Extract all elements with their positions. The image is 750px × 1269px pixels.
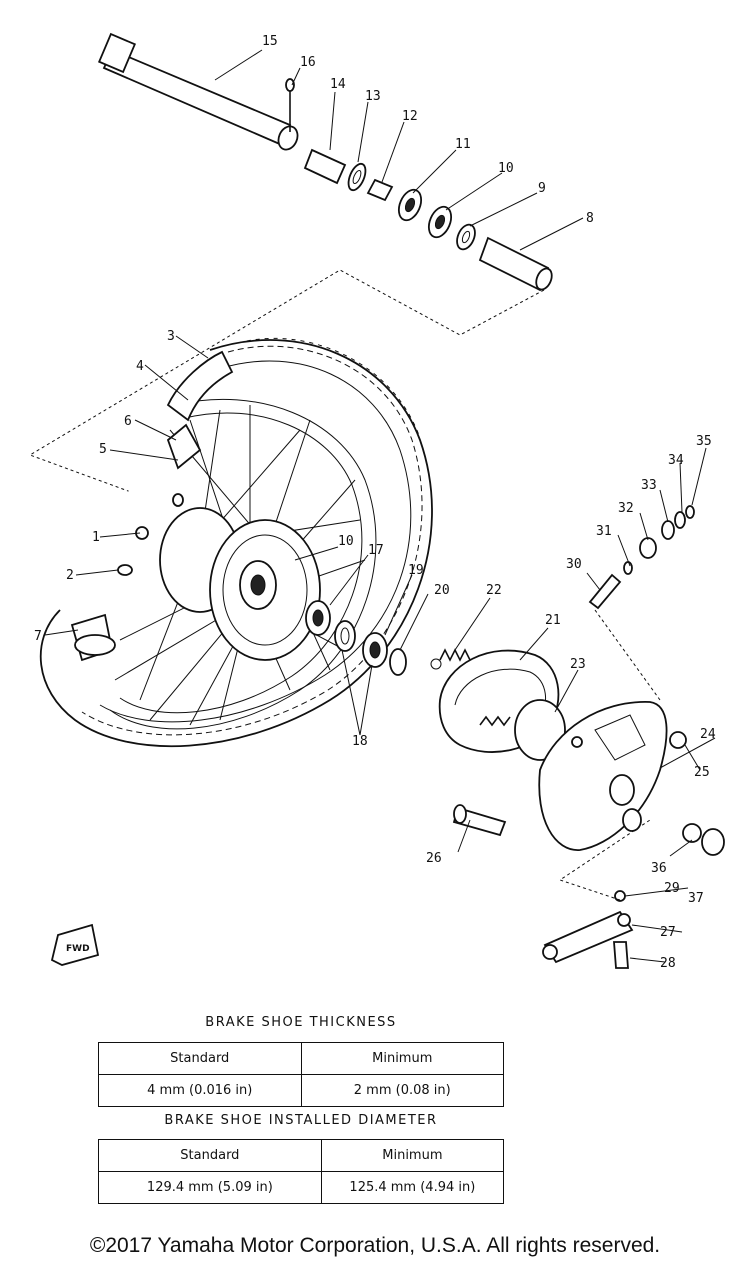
thickness-standard-value: 4 mm (0.016 in) (98, 1074, 302, 1107)
callout-2: 2 (66, 568, 74, 583)
forward-direction-marker: FWD (50, 923, 100, 966)
callout-17: 17 (368, 543, 384, 558)
callout-6: 6 (124, 414, 132, 429)
thickness-title: BRAKE SHOE THICKNESS (205, 1015, 397, 1030)
table-row: Standard Minimum (98, 1139, 505, 1172)
diameter-table: Standard Minimum 129.4 mm (5.09 in) 125.… (98, 1139, 505, 1204)
diameter-header-minimum: Minimum (320, 1139, 505, 1172)
cam-lever (542, 819, 651, 969)
callout-23: 23 (570, 657, 586, 672)
leader-lines-top (28, 49, 584, 511)
tire-tread (81, 337, 423, 736)
callout-32: 32 (618, 501, 634, 516)
camshaft (452, 804, 507, 837)
table-row: 129.4 mm (5.09 in) 125.4 mm (4.94 in) (98, 1171, 505, 1204)
callout-24: 24 (700, 727, 716, 742)
callout-14: 14 (330, 77, 346, 92)
callout-numbers: 15 16 14 13 12 11 10 9 8 3 4 6 5 1 2 7 1… (34, 34, 716, 971)
fwd-label: FWD (66, 944, 90, 954)
axle-assembly (97, 32, 553, 292)
thickness-table: Standard Minimum 4 mm (0.016 in) 2 mm (0… (98, 1042, 504, 1107)
diameter-header-standard: Standard (98, 1139, 322, 1172)
callout-5: 5 (99, 442, 107, 457)
callout-10-hub: 10 (338, 534, 354, 549)
callout-9: 9 (538, 181, 546, 196)
callout-31: 31 (596, 524, 612, 539)
callout-30: 30 (566, 557, 582, 572)
callout-25: 25 (694, 765, 710, 780)
callout-22: 22 (486, 583, 502, 598)
diameter-standard-value: 129.4 mm (5.09 in) (98, 1171, 322, 1204)
table-row: Standard Minimum (98, 1042, 504, 1075)
thickness-minimum-value: 2 mm (0.08 in) (300, 1074, 504, 1107)
callout-18: 18 (352, 734, 368, 749)
callout-35: 35 (696, 434, 712, 449)
hub-bearing-stack (305, 600, 471, 676)
callout-3: 3 (167, 329, 175, 344)
callout-1: 1 (92, 530, 100, 545)
callout-15: 15 (262, 34, 278, 49)
callout-34: 34 (668, 453, 684, 468)
callout-16: 16 (300, 55, 316, 70)
callout-26: 26 (426, 851, 442, 866)
speedometer-gear-stack (588, 505, 725, 856)
callout-27: 27 (660, 925, 676, 940)
callout-36: 36 (651, 861, 667, 876)
callout-19: 19 (408, 563, 424, 578)
callout-4: 4 (136, 359, 144, 374)
callout-37: 37 (688, 891, 704, 906)
callout-21: 21 (545, 613, 561, 628)
diameter-title: BRAKE SHOE INSTALLED DIAMETER (164, 1113, 438, 1128)
callout-11: 11 (455, 137, 471, 152)
front-wheel (39, 337, 433, 748)
callout-7: 7 (34, 629, 42, 644)
brake-shoes (438, 649, 566, 761)
brake-plate (538, 701, 687, 851)
callout-33: 33 (641, 478, 657, 493)
callout-29: 29 (664, 881, 680, 896)
callout-13: 13 (365, 89, 381, 104)
table-row: 4 mm (0.016 in) 2 mm (0.08 in) (98, 1074, 504, 1107)
callout-20: 20 (434, 583, 450, 598)
callout-28: 28 (660, 956, 676, 971)
exploded-parts-diagram: FWD 15 16 14 13 12 11 10 9 8 3 4 6 5 1 2… (28, 32, 725, 971)
thickness-header-standard: Standard (98, 1042, 302, 1075)
callout-8: 8 (586, 211, 594, 226)
callout-12: 12 (402, 109, 418, 124)
thickness-header-minimum: Minimum (300, 1042, 504, 1075)
leader-lines-lower (44, 335, 716, 963)
copyright-notice: ©2017 Yamaha Motor Corporation, U.S.A. A… (89, 1234, 661, 1257)
callout-10: 10 (498, 161, 514, 176)
diameter-minimum-value: 125.4 mm (4.94 in) (320, 1171, 505, 1204)
